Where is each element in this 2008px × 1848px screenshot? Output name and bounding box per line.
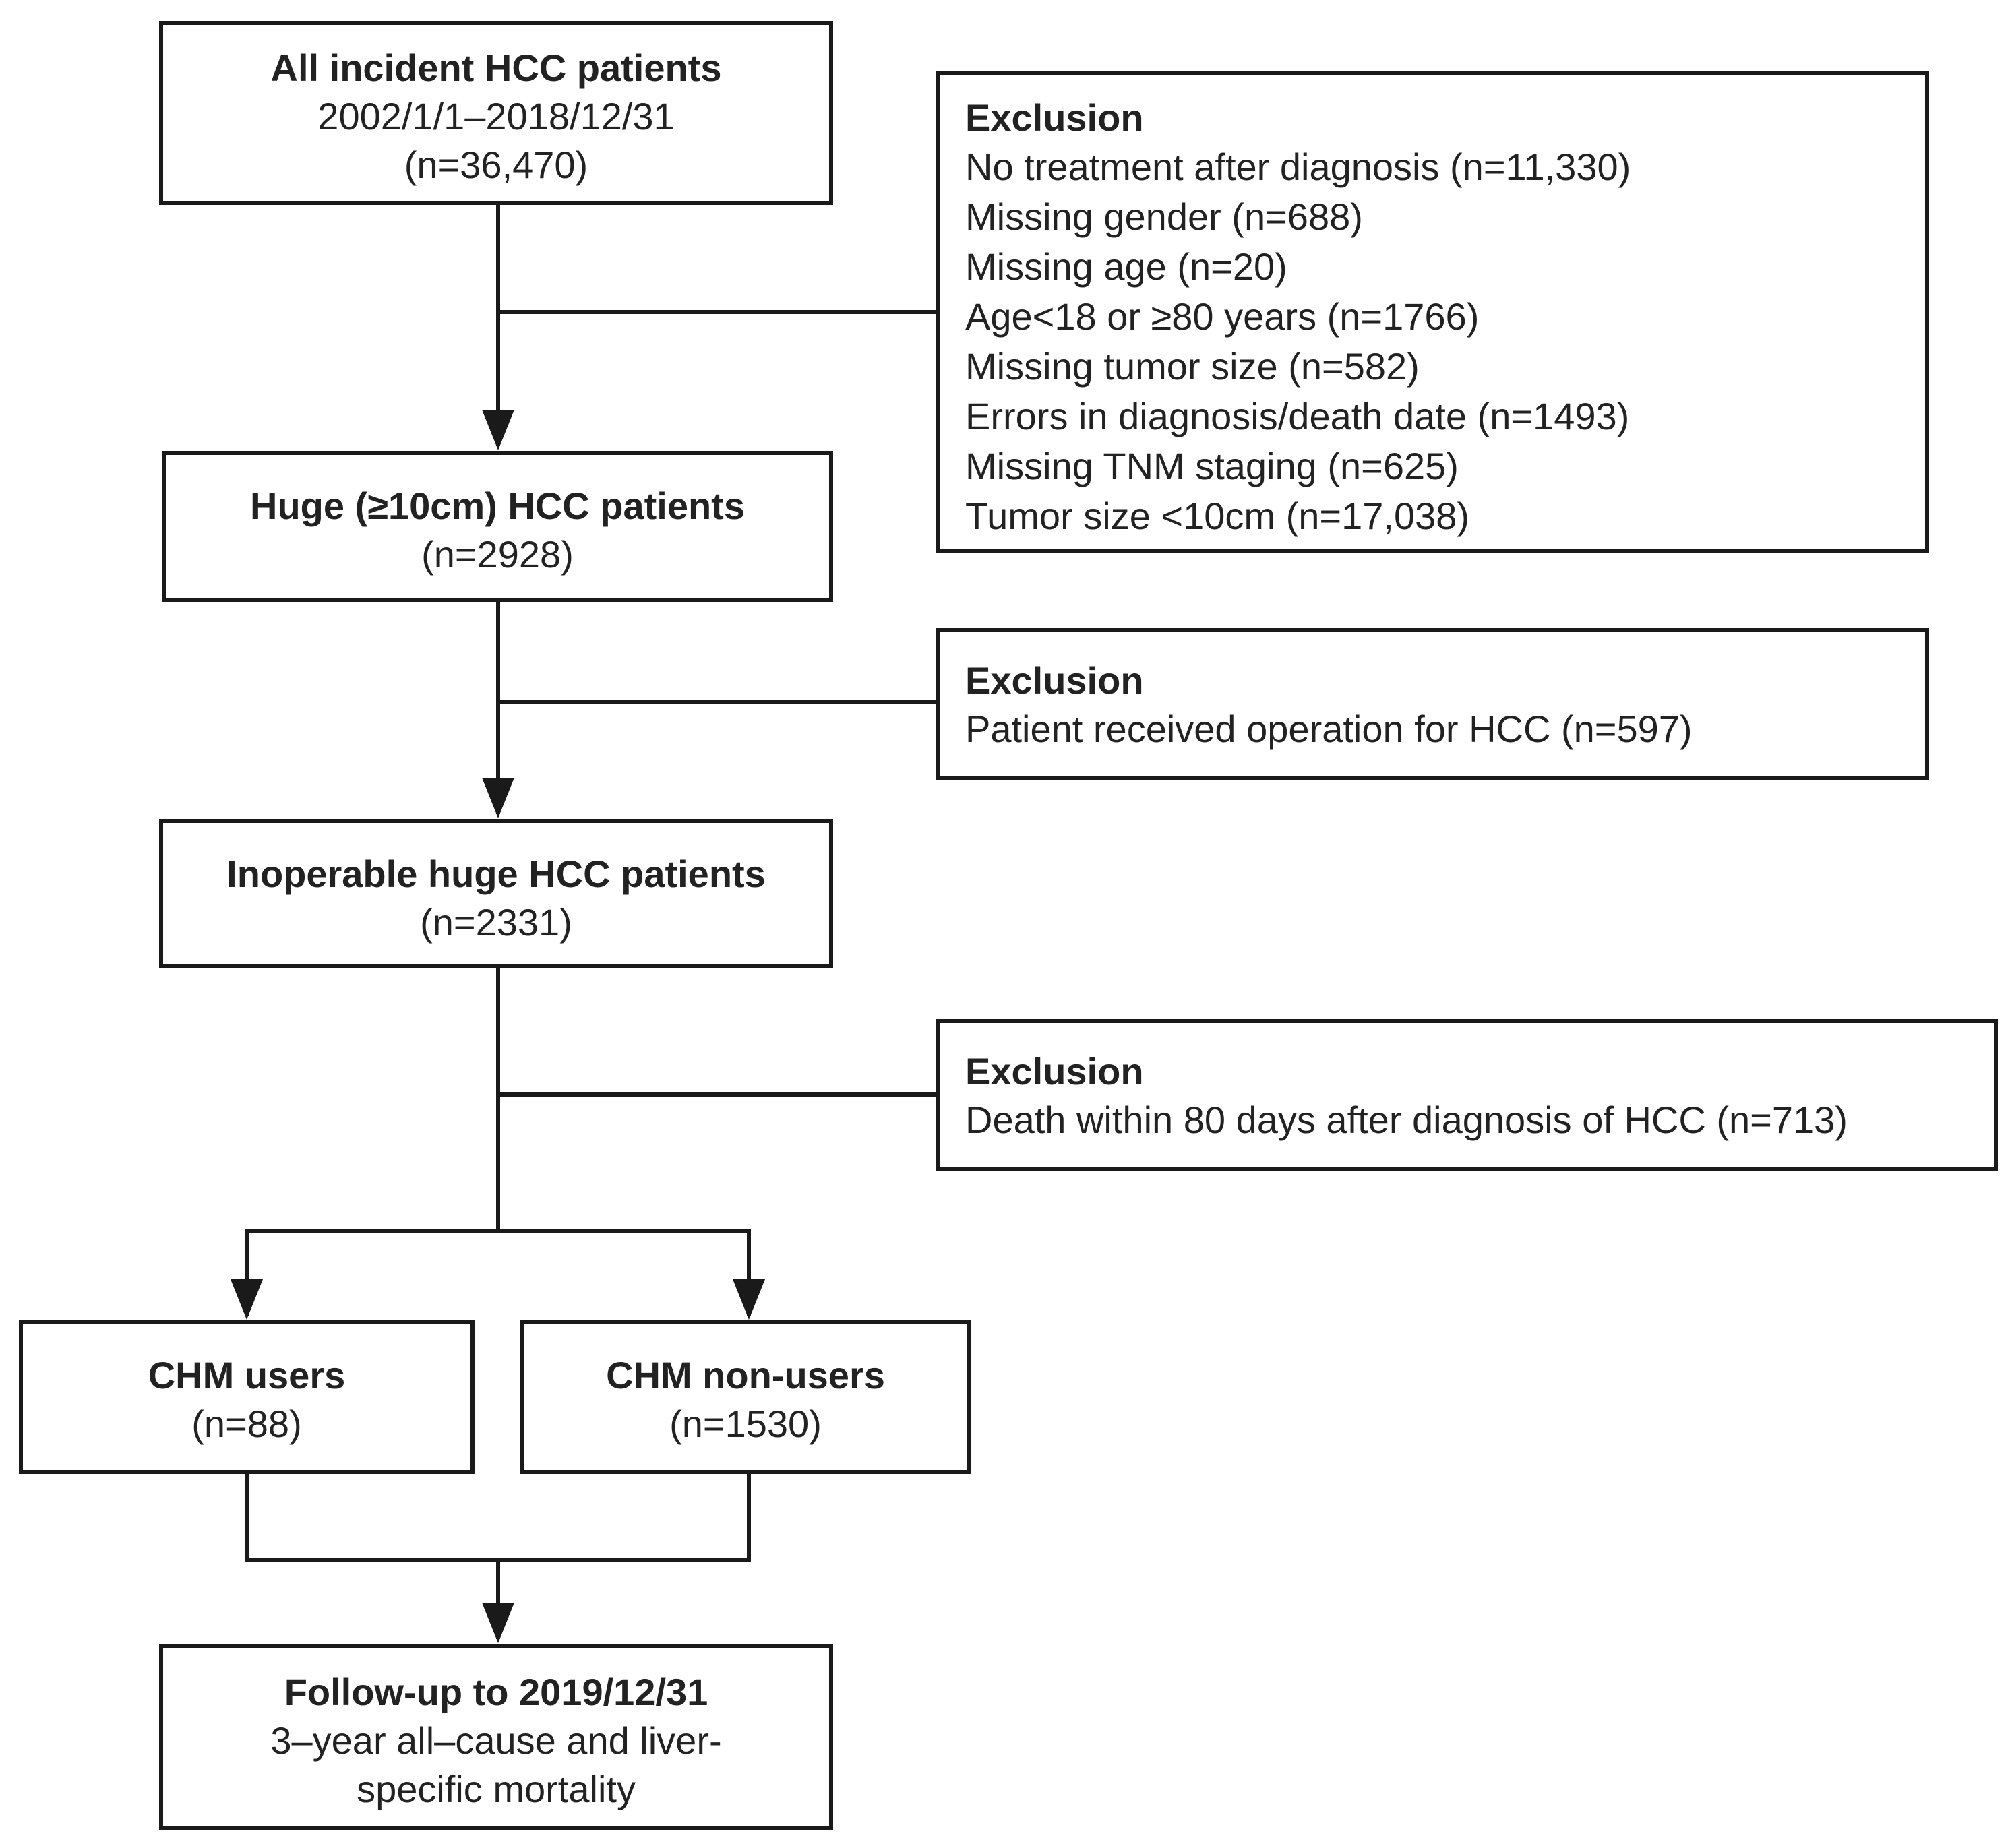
exclusion-1-item: Age<18 or ≥80 years (n=1766) (965, 295, 1480, 338)
box-follow-up-line: specific mortality (357, 1768, 636, 1810)
box-all-incident-count: (n=36,470) (404, 144, 588, 186)
exclusion-1-item: Missing gender (n=688) (965, 195, 1363, 238)
box-chm-nonusers-count: (n=1530) (669, 1403, 822, 1445)
box-exclusion-2: Exclusion Patient received operation for… (936, 628, 1929, 780)
box-chm-users: CHM users (n=88) (19, 1320, 475, 1474)
box-follow-up-line: 3–year all–cause and liver- (270, 1719, 722, 1762)
exclusion-1-item: Tumor size <10cm (n=17,038) (965, 495, 1470, 537)
box-all-incident-period: 2002/1/1–2018/12/31 (317, 95, 675, 137)
box-chm-users-title: CHM users (148, 1354, 346, 1396)
exclusion-2-item: Patient received operation for HCC (n=59… (965, 708, 1693, 750)
box-exclusion-3: Exclusion Death within 80 days after dia… (936, 1019, 1998, 1171)
exclusion-1-title: Exclusion (965, 96, 1144, 139)
box-huge-hcc-title: Huge (≥10cm) HCC patients (250, 485, 745, 527)
exclusion-1-item: Missing age (n=20) (965, 245, 1287, 288)
box-chm-users-count: (n=88) (191, 1403, 302, 1445)
box-all-incident: All incident HCC patients 2002/1/1–2018/… (159, 21, 833, 205)
box-follow-up: Follow-up to 2019/12/31 3–year all–cause… (159, 1644, 833, 1830)
box-chm-nonusers-title: CHM non-users (606, 1354, 885, 1396)
box-huge-hcc-count: (n=2928) (421, 533, 574, 576)
box-all-incident-title: All incident HCC patients (270, 47, 722, 89)
exclusion-1-item: Missing TNM staging (n=625) (965, 445, 1459, 487)
box-chm-nonusers: CHM non-users (n=1530) (520, 1320, 971, 1474)
exclusion-2-title: Exclusion (965, 659, 1144, 702)
exclusion-1-item: Missing tumor size (n=582) (965, 345, 1420, 388)
box-inoperable-count: (n=2331) (420, 901, 572, 944)
exclusion-1-item: No treatment after diagnosis (n=11,330) (965, 146, 1631, 188)
exclusion-3-item: Death within 80 days after diagnosis of … (965, 1099, 1848, 1141)
box-inoperable: Inoperable huge HCC patients (n=2331) (159, 819, 833, 968)
box-exclusion-1: Exclusion No treatment after diagnosis (… (936, 71, 1929, 553)
box-huge-hcc: Huge (≥10cm) HCC patients (n=2928) (162, 451, 833, 602)
exclusion-1-item: Errors in diagnosis/death date (n=1493) (965, 395, 1630, 437)
exclusion-3-title: Exclusion (965, 1050, 1144, 1092)
box-inoperable-title: Inoperable huge HCC patients (226, 853, 766, 895)
box-follow-up-title: Follow-up to 2019/12/31 (284, 1671, 708, 1713)
